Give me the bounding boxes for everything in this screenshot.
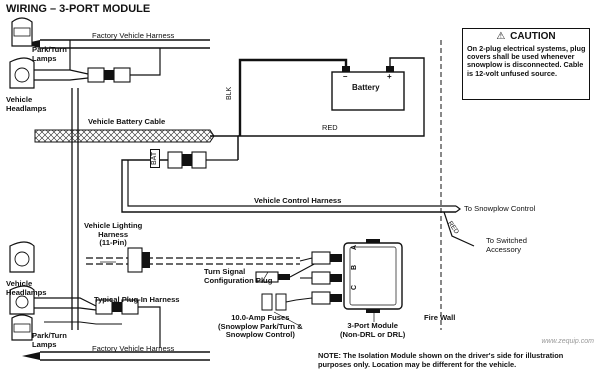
headlamp-bottom-icon — [9, 241, 35, 273]
red-wire — [238, 57, 425, 137]
diagram-title: WIRING – 3-PORT MODULE — [6, 3, 151, 15]
label-fuses: 10.0-Amp Fuses (Snowplow Park/Turn & Sno… — [218, 313, 303, 339]
isolation-module-note: NOTE: The Isolation Module shown on the … — [318, 351, 564, 370]
caution-heading: CAUTION — [510, 31, 556, 42]
warning-triangle-icon: ⚠ — [496, 31, 506, 42]
three-port-module-icon — [343, 239, 403, 313]
factory-harness-bottom — [22, 351, 210, 361]
label-port-b: B — [351, 264, 358, 270]
label-turn-signal: Turn Signal Configuration Plug — [204, 267, 273, 285]
typical-plugin-harness — [34, 297, 161, 348]
module-connectors — [295, 251, 342, 305]
leader-lines — [100, 261, 375, 327]
label-module: 3-Port Module (Non-DRL or DRL) — [340, 321, 406, 339]
label-headlamps-top: Vehicle Headlamps — [6, 95, 47, 113]
switched-accessory-wire — [443, 211, 475, 247]
label-port-a: A — [351, 244, 358, 250]
label-control-harness: Vehicle Control Harness — [254, 196, 342, 205]
label-to-snowplow: To Snowplow Control — [464, 204, 536, 213]
label-port-c: C — [351, 284, 358, 290]
watermark: www.zequip.com — [541, 338, 594, 345]
label-switched-accessory: To Switched Accessory — [486, 236, 527, 254]
label-battery-plus: + — [387, 72, 392, 81]
park-turn-lamp-top-icon — [11, 17, 33, 47]
battery-icon — [331, 66, 405, 111]
label-typical-plugin: Typical Plug-In Harness — [94, 295, 180, 304]
label-factory-harness-bottom: Factory Vehicle Harness — [92, 344, 175, 353]
headlamp-bottom-2-icon — [9, 285, 35, 315]
caution-text: On 2-plug electrical systems, plug cover… — [467, 44, 586, 78]
label-fire-wall: Fire Wall — [424, 313, 456, 322]
label-blk: BLK — [226, 86, 233, 100]
lighting-harness-11pin — [86, 247, 300, 273]
label-lighting-harness: Vehicle Lighting Harness (11-Pin) — [84, 221, 143, 247]
label-park-turn-bottom: Park/Turn Lamps — [32, 331, 67, 349]
label-battery-cable: Vehicle Battery Cable — [88, 117, 166, 126]
label-bat: BAT — [150, 148, 160, 168]
fuse-holders-icon — [261, 293, 297, 311]
blk-wire — [238, 58, 348, 136]
headlamp-top-icon — [9, 57, 35, 89]
caution-box: ⚠ CAUTION On 2-plug electrical systems, … — [462, 28, 590, 100]
label-red: RED — [322, 123, 338, 132]
label-battery: Battery — [352, 83, 380, 92]
label-park-turn-top: Park/Turn Lamps — [32, 45, 67, 63]
label-battery-minus: – — [343, 72, 348, 81]
vehicle-battery-cable — [34, 129, 239, 160]
top-harness-connectors — [34, 40, 161, 83]
bat-connector — [167, 151, 238, 169]
label-factory-harness-top: Factory Vehicle Harness — [92, 31, 175, 40]
park-turn-lamp-bottom-icon — [11, 314, 33, 341]
vehicle-control-harness — [121, 159, 461, 213]
label-headlamps-bottom: Vehicle Headlamps — [6, 279, 47, 297]
